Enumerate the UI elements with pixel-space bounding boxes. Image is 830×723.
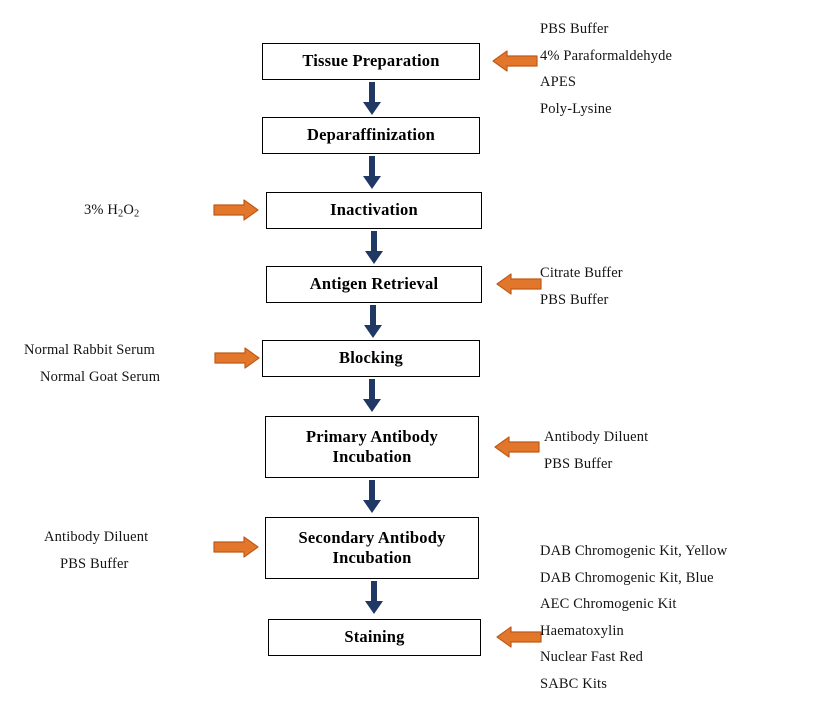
reagent-list-inactivation: 3% H2O2 bbox=[84, 197, 139, 228]
reagent-item: Citrate Buffer bbox=[540, 265, 623, 281]
flow-arrow-down-icon bbox=[363, 581, 385, 615]
reagent-list-primary-antibody: Antibody Diluent PBS Buffer bbox=[544, 424, 648, 477]
reagent-item: DAB Chromogenic Kit, Yellow bbox=[540, 543, 728, 559]
process-box-inactivation[interactable]: Inactivation bbox=[266, 192, 482, 229]
reagent-arrow-left-icon bbox=[496, 624, 542, 650]
process-box-label: Deparaffinization bbox=[306, 125, 436, 145]
process-box-antigen-retrieval[interactable]: Antigen Retrieval bbox=[266, 266, 482, 303]
process-box-label: Antigen Retrieval bbox=[309, 274, 439, 294]
reagent-arrow-right-icon bbox=[214, 345, 260, 371]
reagent-item: 3% H2O2 bbox=[84, 202, 140, 220]
process-box-tissue-preparation[interactable]: Tissue Preparation bbox=[262, 43, 480, 80]
process-box-label: Primary Antibody Incubation bbox=[306, 426, 438, 466]
reagent-item: PBS Buffer bbox=[540, 21, 609, 37]
flow-arrow-down-icon bbox=[362, 305, 384, 339]
reagent-arrow-right-icon bbox=[213, 534, 259, 560]
reagent-item: Poly-Lysine bbox=[540, 100, 612, 117]
flow-arrow-down-icon bbox=[361, 156, 383, 190]
process-box-label: Blocking bbox=[339, 348, 403, 368]
flow-arrow-down-icon bbox=[361, 480, 383, 514]
reagent-arrow-left-icon bbox=[496, 271, 542, 297]
flow-arrow-down-icon bbox=[361, 82, 383, 116]
reagent-item: PBS Buffer bbox=[540, 291, 609, 308]
process-box-label: Staining bbox=[344, 627, 405, 647]
reagent-item: Normal Rabbit Serum bbox=[24, 342, 155, 358]
reagent-arrow-right-icon bbox=[213, 197, 259, 223]
process-box-blocking[interactable]: Blocking bbox=[262, 340, 480, 377]
reagent-item: Haematoxylin bbox=[540, 622, 624, 639]
process-box-label: Secondary Antibody Incubation bbox=[298, 527, 446, 567]
reagent-item: Antibody Diluent bbox=[544, 429, 649, 445]
process-box-label: Tissue Preparation bbox=[302, 51, 440, 71]
process-box-label: Inactivation bbox=[330, 200, 418, 220]
reagent-item: Antibody Diluent bbox=[44, 529, 149, 545]
reagent-arrow-left-icon bbox=[492, 48, 538, 74]
flow-arrow-down-icon bbox=[361, 379, 383, 413]
process-box-primary-antibody-incubation[interactable]: Primary Antibody Incubation bbox=[265, 416, 479, 478]
reagent-item: Normal Goat Serum bbox=[40, 368, 161, 385]
reagent-item: AEC Chromogenic Kit bbox=[540, 596, 677, 613]
reagent-item: 4% Paraformaldehyde bbox=[540, 47, 673, 64]
reagent-item: SABC Kits bbox=[540, 675, 608, 692]
reagent-item: PBS Buffer bbox=[544, 455, 613, 472]
reagent-list-antigen-retrieval: Citrate Buffer PBS Buffer bbox=[540, 260, 623, 313]
process-box-staining[interactable]: Staining bbox=[268, 619, 481, 656]
reagent-list-tissue-preparation: PBS Buffer 4% Paraformaldehyde APES Poly… bbox=[540, 16, 672, 122]
flow-arrow-down-icon bbox=[363, 231, 385, 265]
process-box-secondary-antibody-incubation[interactable]: Secondary Antibody Incubation bbox=[265, 517, 479, 579]
reagent-arrow-left-icon bbox=[494, 434, 540, 460]
reagent-item: Nuclear Fast Red bbox=[540, 649, 644, 666]
process-box-deparaffinization[interactable]: Deparaffinization bbox=[262, 117, 480, 154]
reagent-list-staining: DAB Chromogenic Kit, Yellow DAB Chromoge… bbox=[540, 538, 727, 698]
reagent-list-secondary-antibody: Antibody Diluent PBS Buffer bbox=[44, 524, 148, 577]
reagent-item: PBS Buffer bbox=[60, 555, 129, 572]
reagent-list-blocking: Normal Rabbit Serum Normal Goat Serum bbox=[24, 337, 160, 390]
reagent-item: APES bbox=[540, 74, 577, 91]
reagent-item: DAB Chromogenic Kit, Blue bbox=[540, 569, 714, 586]
